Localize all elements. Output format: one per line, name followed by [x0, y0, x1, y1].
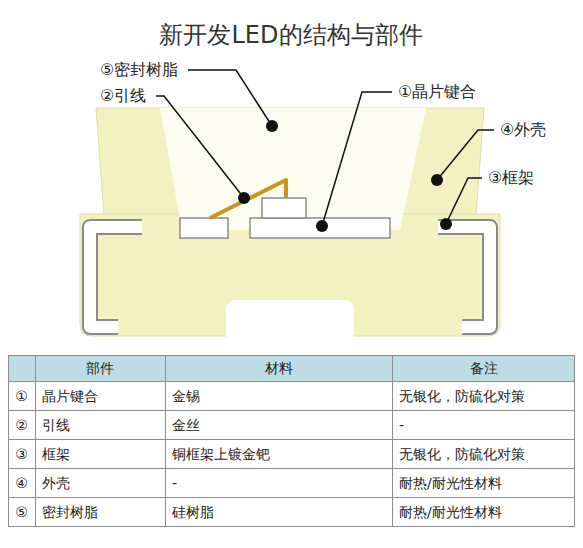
- table-cell: 耐热/耐光性材料: [399, 474, 502, 491]
- table-cell: 密封树脂: [42, 503, 98, 520]
- table-rule: [8, 381, 575, 382]
- table-cell: 外壳: [42, 474, 70, 491]
- table-header: 备注: [470, 360, 498, 377]
- table-number: ③: [15, 445, 28, 462]
- table-number: ⑤: [15, 503, 28, 520]
- table-border: [9, 356, 575, 527]
- callout-label: ④外壳: [500, 120, 546, 139]
- callout-label: ③框架: [488, 168, 534, 187]
- frame-right: [438, 227, 490, 327]
- table-cell: 引线: [42, 416, 70, 433]
- table-cell: 晶片键合: [42, 387, 98, 404]
- table-cell: 无银化，防硫化对策: [399, 445, 525, 462]
- frame-outline: [438, 227, 490, 327]
- lead-right: [250, 218, 390, 238]
- table-header-bg: [8, 355, 575, 381]
- table-number: ①: [15, 387, 28, 404]
- callout-dot: [238, 192, 250, 204]
- leader-line: [156, 96, 244, 198]
- base-cutout: [226, 300, 354, 344]
- table-rule: [165, 355, 166, 526]
- leader-line: [322, 92, 392, 226]
- table-cell: -: [172, 474, 177, 491]
- table-rule: [8, 439, 575, 440]
- table-cell: 金锡: [172, 387, 200, 404]
- leader-line: [437, 130, 494, 180]
- callout-label: ①晶片键合: [398, 82, 476, 101]
- lead-left: [180, 218, 228, 238]
- diagram-title: 新开发LED的结构与部件: [159, 21, 422, 50]
- leader-line: [446, 178, 482, 224]
- callout-dot: [266, 120, 278, 132]
- table-cell: 框架: [42, 445, 70, 462]
- table-cell: 金丝: [172, 416, 200, 433]
- table-cell: 硅树脂: [172, 503, 214, 520]
- gold-wire: [210, 180, 286, 218]
- table-cell: 无银化，防硫化对策: [399, 387, 525, 404]
- callout-dot: [431, 174, 443, 186]
- callout-label: ⑤密封树脂: [100, 60, 178, 79]
- table-cell: 耐热/耐光性材料: [399, 503, 502, 520]
- led-chip: [262, 198, 306, 218]
- table-number: ②: [15, 416, 28, 433]
- sealing-resin: [160, 108, 426, 230]
- table-rule: [8, 410, 575, 411]
- frame-outline: [90, 227, 142, 327]
- table-rule: [8, 497, 575, 498]
- callout-dot: [316, 220, 328, 232]
- callout-dot: [440, 218, 452, 230]
- leader-line: [188, 70, 272, 126]
- table-rule: [392, 355, 393, 526]
- table-header: 部件: [86, 360, 114, 377]
- frame-left: [90, 227, 142, 327]
- table-number: ④: [15, 474, 28, 491]
- table-cell: 铜框架上镀金钯: [172, 445, 270, 462]
- table-header: 材料: [265, 360, 293, 377]
- table-rule: [35, 355, 36, 526]
- table-rule: [8, 468, 575, 469]
- callout-label: ②引线: [100, 86, 146, 105]
- table-cell: -: [399, 416, 404, 433]
